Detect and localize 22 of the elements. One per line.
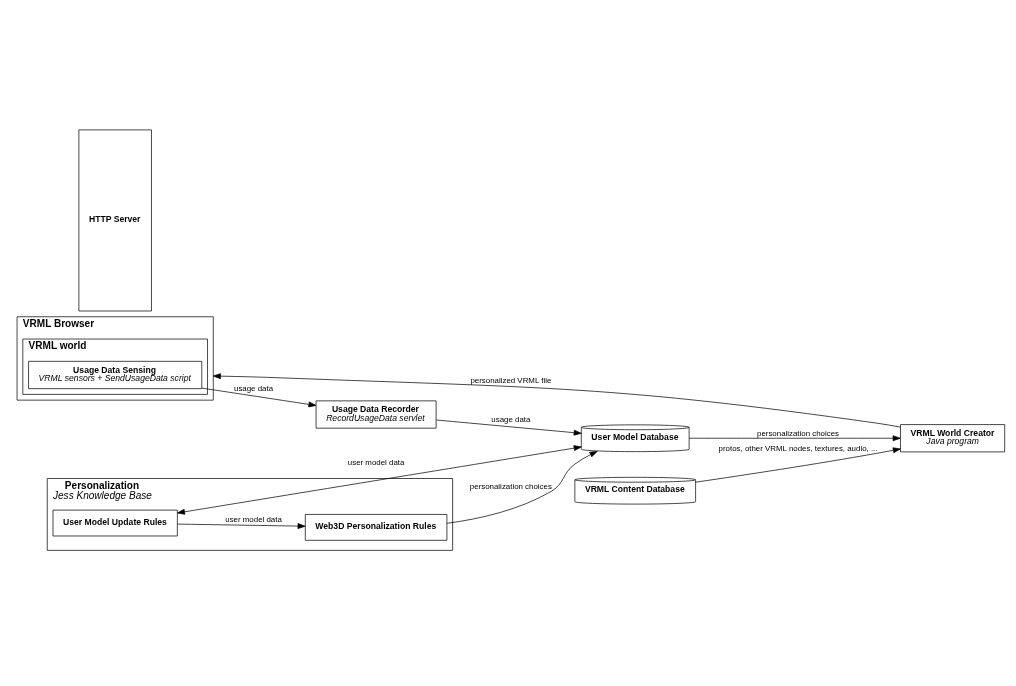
- edge-label: user model data: [347, 458, 405, 468]
- edge-label: personalization choices: [469, 482, 552, 492]
- arrow: [212, 373, 901, 428]
- edge-label: protos, other VRML nodes, textures, audio, ...: [718, 444, 878, 454]
- arrow: [177, 445, 582, 515]
- arrow: [695, 447, 901, 483]
- arrow: [446, 451, 598, 524]
- arrow: [688, 435, 901, 442]
- node-box: HTTP Server: [78, 129, 152, 312]
- arrow: [201, 387, 317, 408]
- edge-label: personalized VRML file: [470, 375, 552, 385]
- arrow: [435, 419, 582, 436]
- node-box: User Model Update Rules: [52, 509, 178, 537]
- node-box: VRML World Creator Java program: [900, 424, 1006, 453]
- node-box: Usage Data Sensing VRML sensors + SendUsageData script: [28, 360, 203, 389]
- edge-label: user model data: [225, 515, 282, 525]
- edge-label: usage data: [234, 383, 274, 393]
- edge-label: personalization choices: [757, 428, 840, 438]
- node-box: Web3D Personalization Rules: [304, 514, 448, 541]
- node-box: Usage Data Recorder RecordUsageData servlet: [315, 400, 437, 429]
- arrow: [177, 523, 306, 529]
- edge-label: usage data: [491, 414, 531, 424]
